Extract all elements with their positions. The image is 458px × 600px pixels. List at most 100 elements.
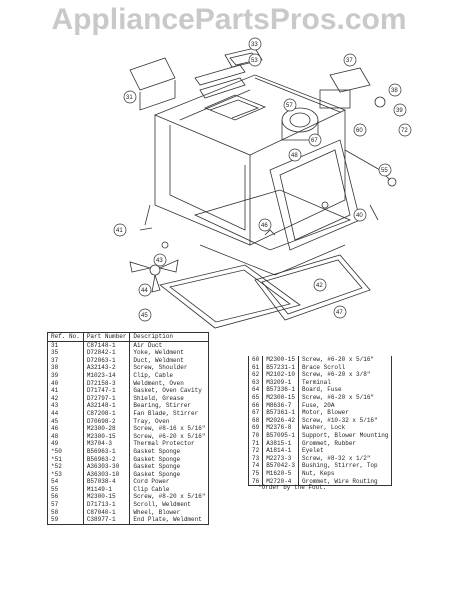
cell-ref: 31	[47, 341, 84, 350]
cell-ref: 65	[247, 393, 264, 402]
callout-47: 47	[333, 305, 347, 319]
cell-part-number: M2300-28	[82, 425, 131, 433]
callout-45: 45	[138, 308, 152, 322]
cell-ref: *53	[47, 470, 84, 479]
svg-text:67: 67	[311, 138, 318, 144]
cell-ref: 54	[47, 478, 84, 486]
cell-description: Thermal Protector	[129, 440, 210, 448]
cell-description: Bearing, Stirrer	[129, 402, 210, 410]
callout-60: 60	[353, 123, 367, 137]
cell-ref: 66	[247, 401, 264, 410]
cell-description: Gasket Sponge	[129, 463, 210, 471]
oven-tray	[159, 264, 301, 329]
cell-description: Screw, #10-32 x 5/16"	[298, 416, 393, 425]
callout-72: 72	[398, 123, 412, 137]
svg-text:40: 40	[356, 213, 363, 219]
svg-text:72: 72	[401, 128, 408, 134]
cell-ref: 75	[247, 469, 264, 478]
cell-part-number: M2273-3	[262, 454, 300, 463]
cell-ref: 64	[247, 386, 264, 394]
cell-ref: 67	[247, 409, 264, 417]
cell-description: Brace Scroll	[298, 363, 393, 372]
cell-description: Yoke, Weldment	[129, 349, 210, 357]
svg-text:55: 55	[381, 168, 388, 174]
callout-46: 46	[258, 218, 272, 232]
cell-description: Tray, Oven	[129, 417, 210, 426]
cell-part-number: M3704-3	[82, 440, 131, 448]
cell-part-number: M2102-10	[262, 371, 300, 379]
cell-part-number: M2300-15	[82, 493, 131, 502]
cell-description: Gasket Sponge	[129, 470, 210, 479]
cell-description: Gasket Sponge	[129, 447, 210, 456]
stirrer-fan-blade	[129, 259, 179, 293]
cell-description: Eyelet	[298, 447, 393, 455]
cell-part-number: B57095-1	[262, 431, 300, 440]
cell-part-number: M2300-15	[262, 393, 300, 402]
callout-43: 43	[153, 253, 167, 267]
cell-part-number: M8636-7	[262, 401, 300, 410]
cell-ref: 73	[247, 454, 264, 463]
callout-67: 67	[308, 133, 322, 147]
callout-41: 41	[113, 223, 127, 237]
cell-part-number: M1023-14	[82, 371, 131, 380]
cell-ref: 68	[247, 416, 264, 425]
cell-part-number: A3815-1	[262, 439, 300, 448]
cell-ref: 49	[47, 440, 84, 448]
cell-description: Grommet, Rubber	[298, 439, 393, 448]
grease-shield	[254, 254, 371, 321]
callout-53: 53	[248, 53, 262, 67]
oven-cabinet	[153, 74, 347, 246]
cell-part-number: D72842-1	[82, 349, 131, 357]
cell-part-number: C38977-1	[82, 516, 131, 525]
cell-part-number: B56963-1	[82, 447, 131, 456]
cell-ref: 38	[47, 364, 84, 372]
callout-48: 48	[288, 148, 302, 162]
cell-ref: 35	[47, 349, 84, 357]
header-part-number: Part Number	[82, 332, 131, 342]
svg-text:43: 43	[156, 258, 163, 264]
cell-part-number: B57038-4	[82, 478, 131, 486]
svg-text:38: 38	[391, 88, 398, 94]
cell-part-number: A1814-1	[262, 447, 300, 455]
watermark: AppliancePartsPros.com	[51, 3, 407, 36]
callout-31: 31	[123, 90, 137, 104]
cell-ref: 40	[47, 379, 84, 388]
cell-description: End Plate, Weldment	[129, 516, 210, 525]
callout-44: 44	[138, 283, 152, 297]
cell-ref: 44	[47, 409, 84, 418]
callout-33: 33	[248, 37, 262, 51]
cell-ref: 74	[247, 462, 264, 470]
cell-description: Air Duct	[129, 341, 210, 350]
cell-ref: 57	[47, 501, 84, 509]
cell-part-number: M2300-15	[82, 432, 131, 441]
cell-part-number: M1620-5	[262, 469, 300, 478]
svg-text:31: 31	[126, 95, 133, 101]
cell-part-number: B57231-1	[262, 363, 300, 372]
svg-text:39: 39	[396, 108, 403, 114]
cell-description: Screw, #6-20 x 3/8"	[298, 371, 393, 379]
cell-part-number: M2026-42	[262, 416, 300, 425]
cell-description: Screw, #6-20 x 5/16"	[129, 432, 210, 441]
